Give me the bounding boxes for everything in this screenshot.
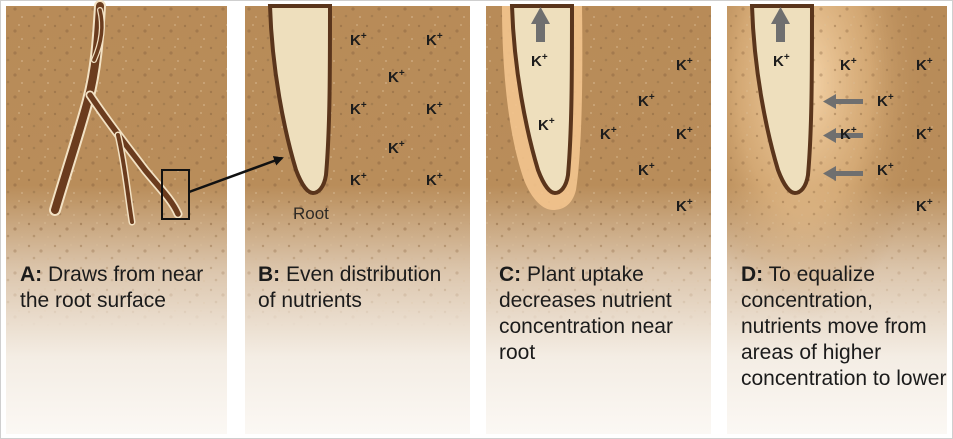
panel-a-soil [6,6,227,434]
caption-text: Even distribution of nutrients [258,263,441,312]
caption-letter: B: [258,263,280,286]
caption-d: D: To equalize concentration, nutrients … [741,262,947,392]
caption-letter: D: [741,263,763,286]
caption-a: A: Draws from near the root surface [20,262,225,314]
caption-b: B: Even distribution of nutrients [258,262,463,314]
caption-letter: C: [499,263,521,286]
root-label: Root [293,204,329,223]
caption-c: C: Plant uptake decreases nutrient conce… [499,262,704,366]
caption-text: Plant uptake decreases nutrient concentr… [499,263,673,364]
caption-text: Draws from near the root surface [20,263,203,312]
caption-letter: A: [20,263,42,286]
caption-text: To equalize concentration, nutrients mov… [741,263,946,390]
